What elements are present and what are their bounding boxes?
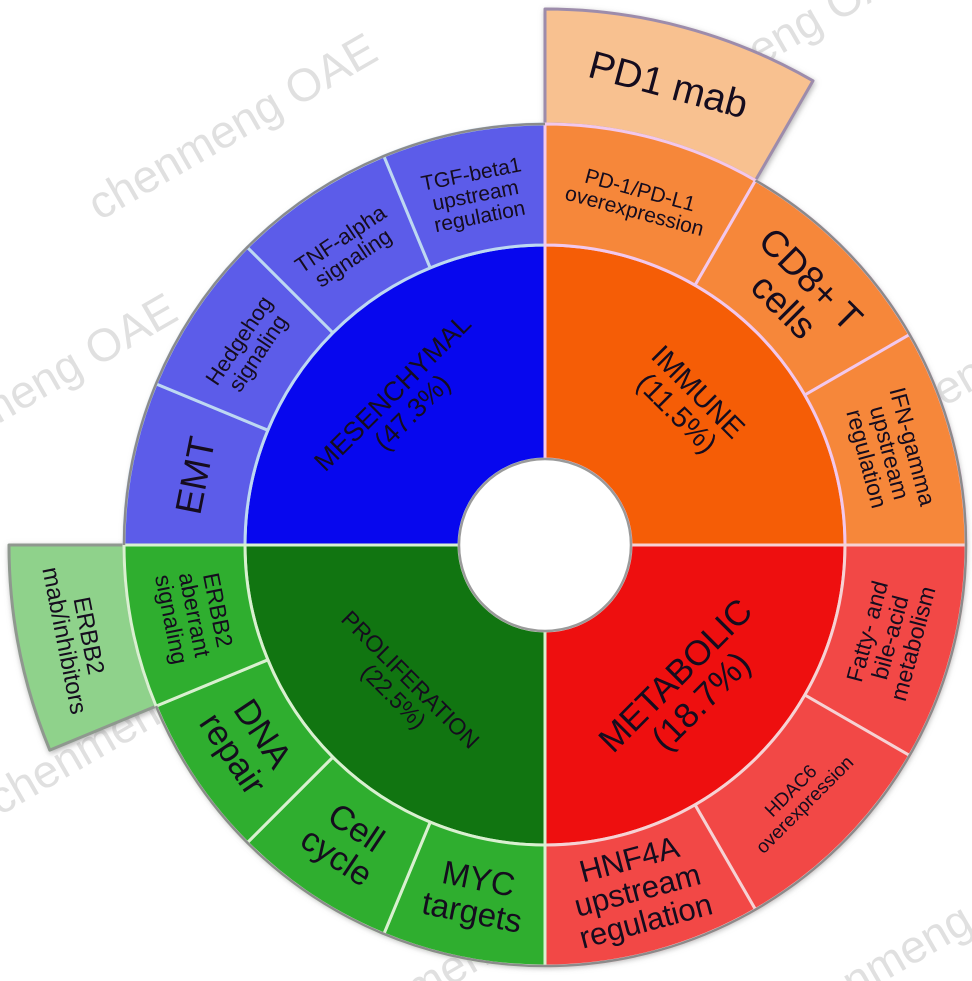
outer-rim-arc [154, 179, 968, 968]
outer-rim-arc [122, 122, 546, 546]
sector-erbb2-aberrant-signaling [122, 543, 270, 708]
center-hole [457, 457, 633, 633]
